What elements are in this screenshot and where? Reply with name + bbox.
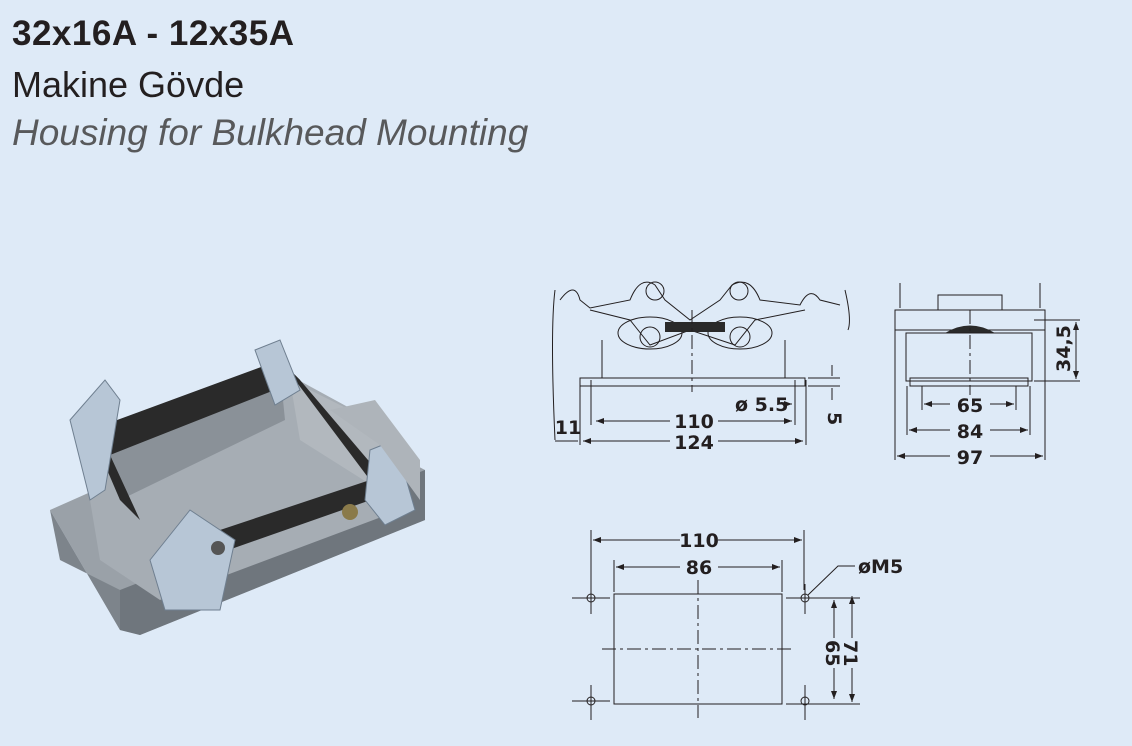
dim-11: 11 <box>555 417 581 439</box>
dim-124: 124 <box>674 432 714 454</box>
subtitle-turkish: Makine Gövde <box>12 64 245 105</box>
cutout-dim-65: 65 <box>821 640 843 666</box>
dim-hole-diameter: ø 5.5 <box>735 394 788 416</box>
cutout-dim-86: 86 <box>686 557 712 579</box>
dim-97: 97 <box>957 447 983 469</box>
side-view-drawing: 65 84 97 34,5 <box>894 283 1080 469</box>
cutout-drawing: 110 86 65 71 øM5 <box>572 530 903 720</box>
dim-110: 110 <box>674 411 714 433</box>
product-photo <box>50 339 425 635</box>
dim-34-5: 34,5 <box>1053 325 1075 372</box>
dim-65: 65 <box>957 395 983 417</box>
front-view-drawing: 110 124 11 ø 5.5 5 <box>552 281 850 454</box>
thread-label: øM5 <box>858 556 903 578</box>
dim-84: 84 <box>957 421 983 443</box>
subtitle-english: Housing for Bulkhead Mounting <box>12 112 529 153</box>
cutout-dim-110: 110 <box>679 530 719 552</box>
cutout-dim-71: 71 <box>839 640 861 666</box>
dim-5: 5 <box>823 412 845 425</box>
product-title: 32x16A - 12x35A <box>12 14 295 53</box>
